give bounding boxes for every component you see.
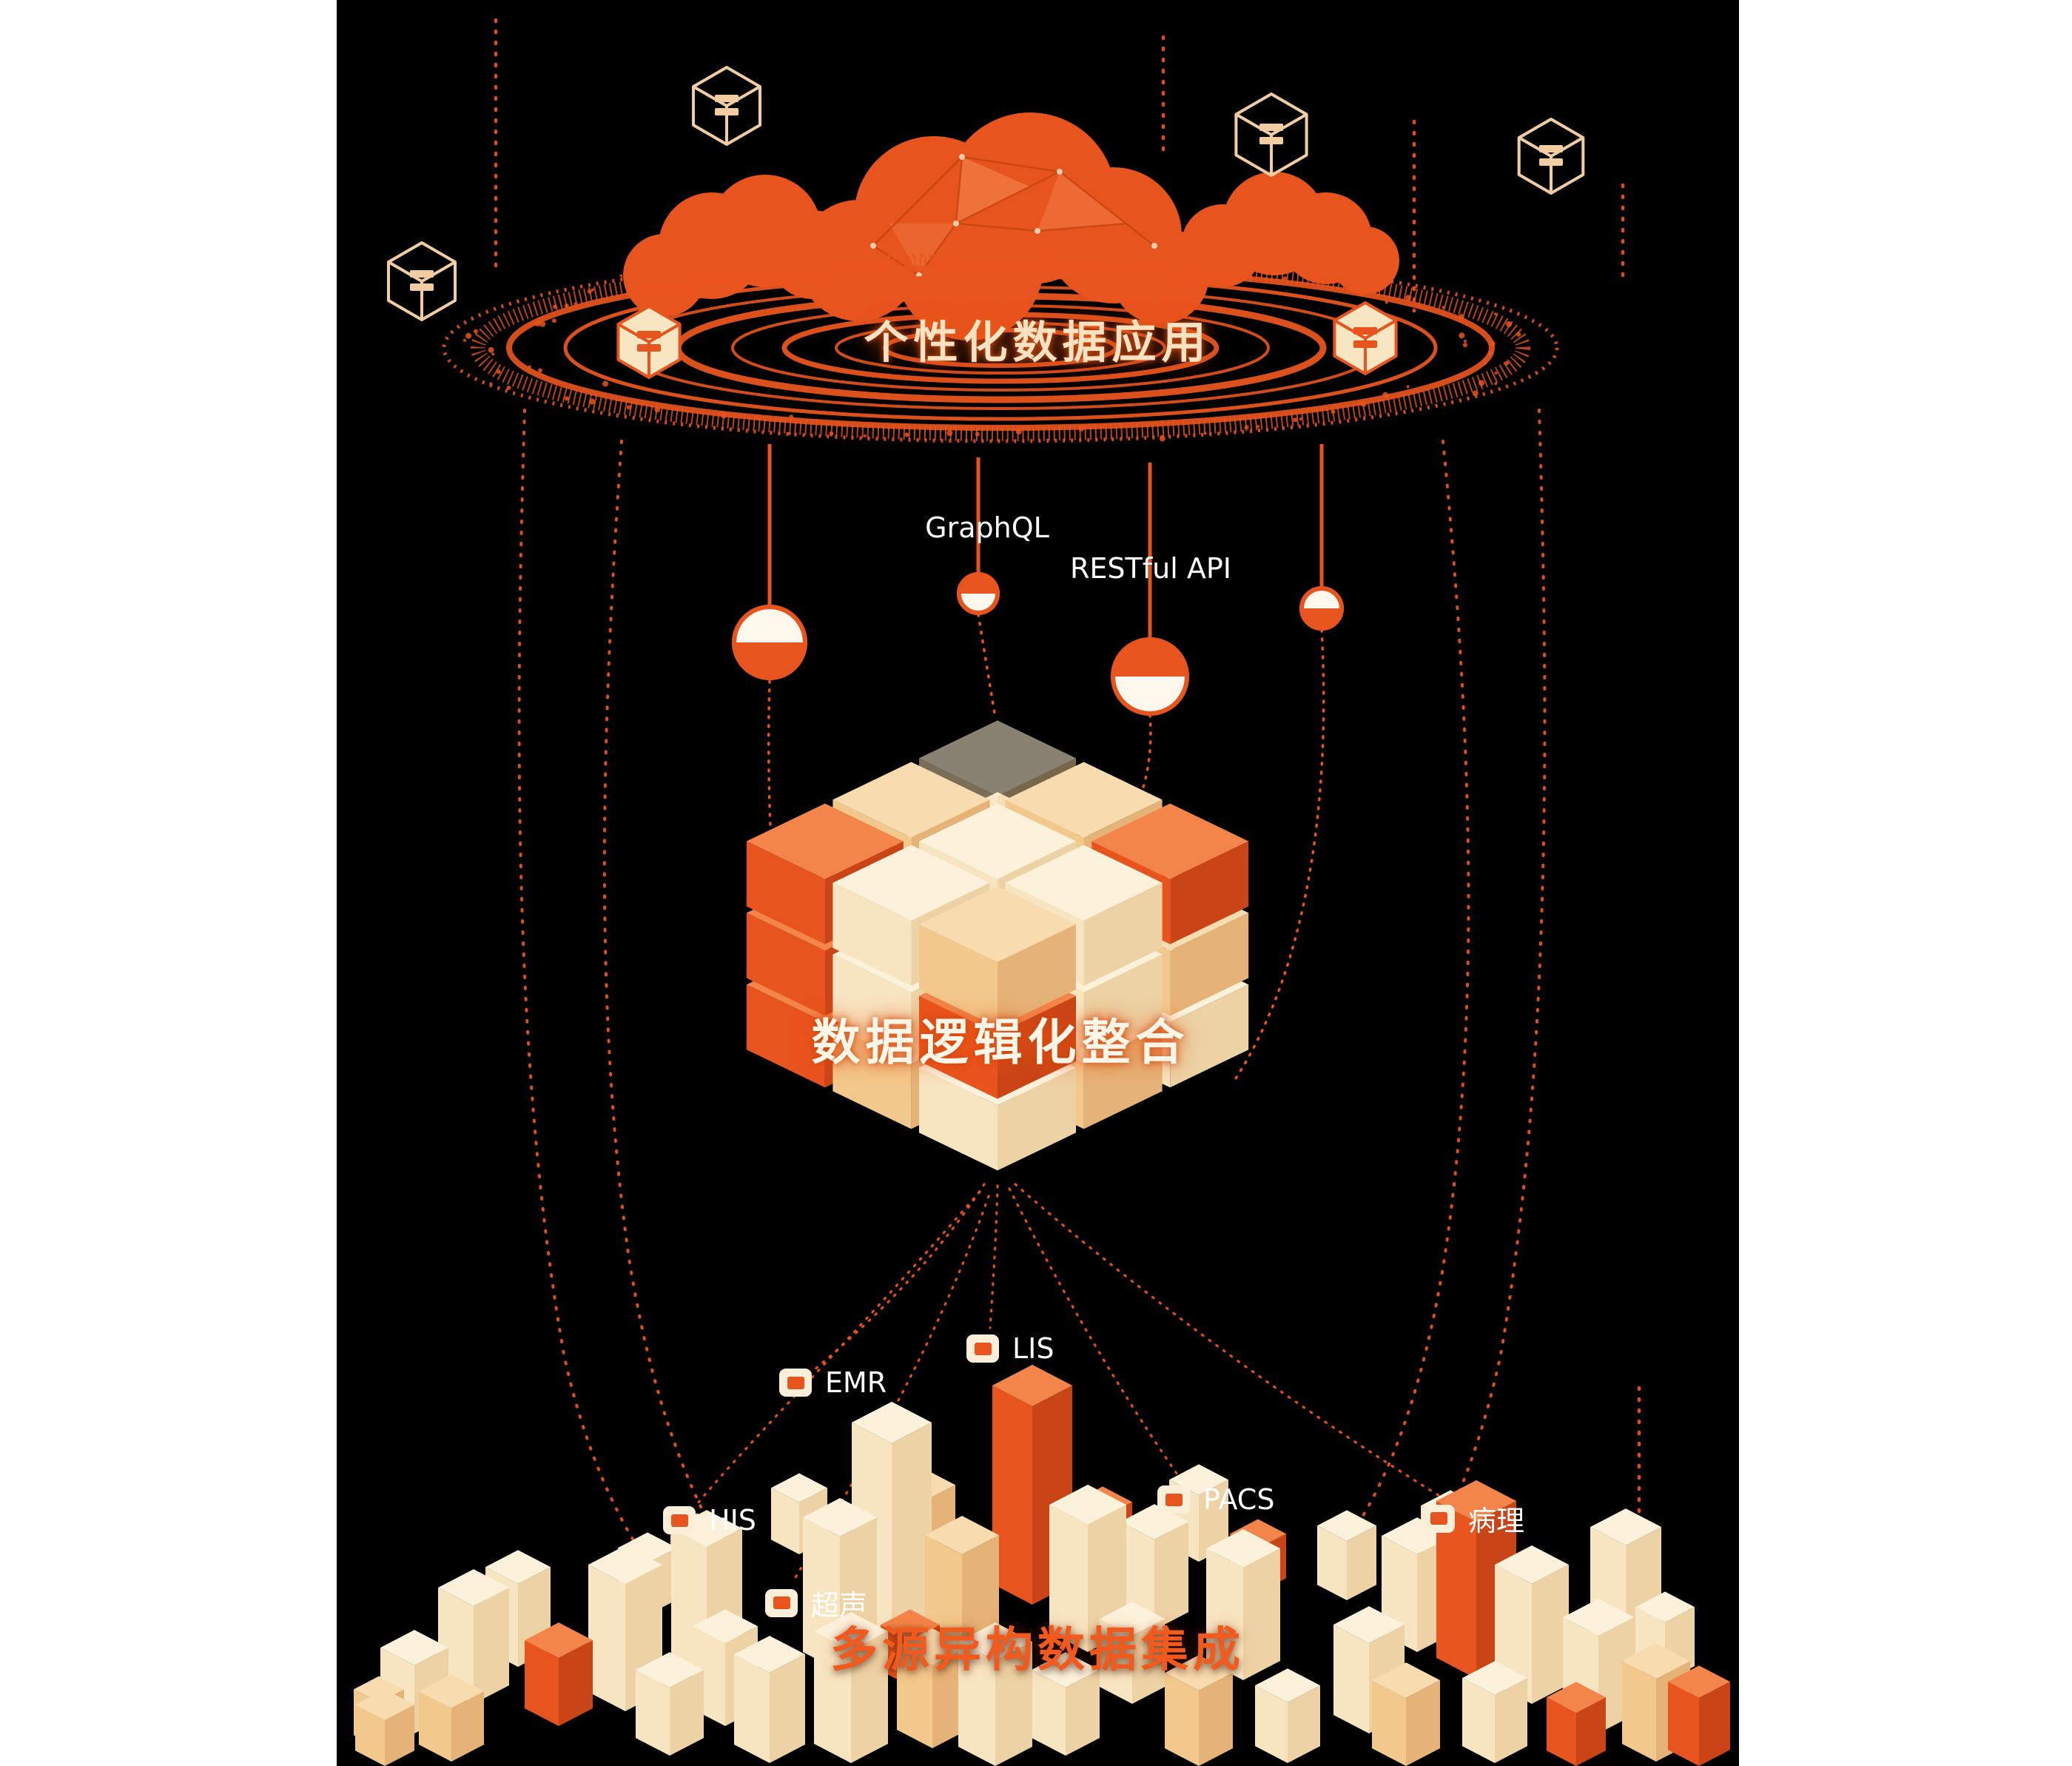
data-source-dot (773, 1597, 790, 1609)
data-cube (746, 720, 1249, 1171)
source-chip-lis: LIS (966, 1332, 1054, 1365)
data-source-icon (1157, 1485, 1190, 1514)
api-node-ball (1299, 586, 1344, 631)
data-source-dot (1430, 1512, 1447, 1525)
restful-api-label: RESTful API (1070, 552, 1231, 585)
source-label-his: HIS (709, 1504, 756, 1537)
source-chip-pacs: PACS (1157, 1483, 1274, 1516)
data-source-icon (765, 1588, 798, 1617)
middle-title: 数据逻辑化整合 (811, 1014, 1190, 1071)
bottom-title: 多源异构数据集成 (830, 1623, 1245, 1678)
data-source-icon (663, 1506, 696, 1534)
source-chip-ultrasound: 超声 (765, 1582, 867, 1623)
source-block-city (354, 1364, 1730, 1766)
floating-cube-icons (387, 66, 1585, 379)
data-source-dot (974, 1342, 992, 1355)
top-title: 个性化数据应用 (864, 317, 1211, 369)
source-label-pathology: 病理 (1468, 1505, 1525, 1537)
dotted-guide-lines (494, 18, 1641, 1525)
source-label-emr: EMR (825, 1366, 887, 1399)
data-source-dot (787, 1376, 804, 1389)
orbit-rings (442, 246, 1559, 443)
source-label-ultrasound: 超声 (811, 1589, 868, 1622)
source-label-lis: LIS (1012, 1332, 1054, 1365)
source-chip-his: HIS (663, 1504, 756, 1537)
api-node-ball (732, 605, 807, 680)
graphql-label: GraphQL (925, 511, 1049, 544)
data-source-icon (779, 1369, 812, 1397)
source-chip-pathology: 病理 (1422, 1498, 1524, 1539)
chip-cube-icon (1234, 93, 1308, 177)
source-chip-emr: EMR (779, 1366, 887, 1399)
gear-cube-icon (1517, 118, 1585, 195)
storage-cube-icon (616, 305, 682, 379)
api-connector-strings (732, 444, 1344, 1082)
user-cube-icon (387, 241, 457, 321)
data-source-dot (1165, 1493, 1183, 1506)
source-label-pacs: PACS (1203, 1483, 1275, 1516)
server-cube-icon (692, 66, 761, 146)
data-source-icon (1422, 1504, 1455, 1533)
data-source-dot (670, 1514, 688, 1527)
graphql-node-ball (957, 572, 1000, 615)
database-cube-icon (1333, 301, 1398, 375)
data-source-icon (966, 1334, 999, 1363)
restful-node-ball (1111, 637, 1189, 716)
